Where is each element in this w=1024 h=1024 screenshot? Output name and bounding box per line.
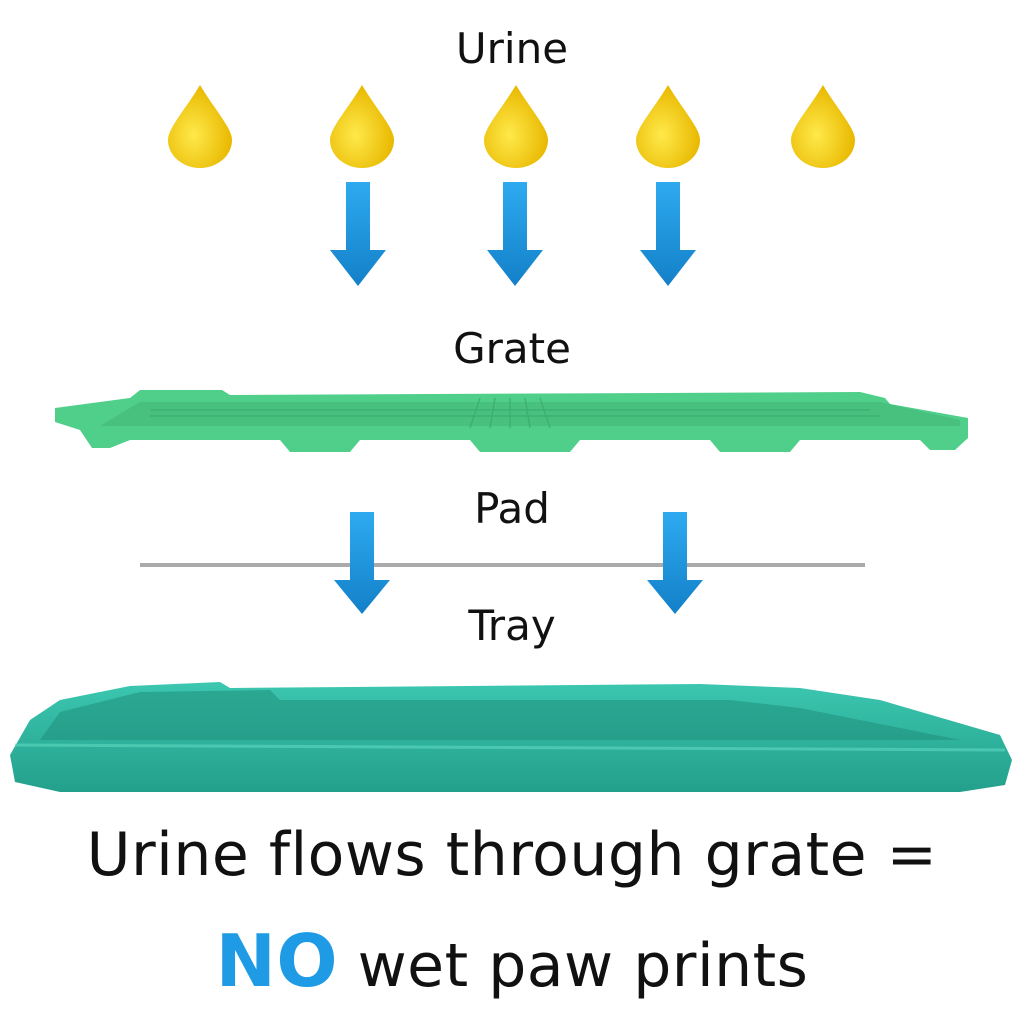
label-urine: Urine <box>455 24 569 73</box>
caption-emphasis-no: NO <box>215 919 339 1003</box>
caption-line-1: Urine flows through grate = <box>86 820 938 890</box>
drop-icon <box>330 85 394 168</box>
urine-drops <box>168 85 855 168</box>
caption-line-2-text: wet paw prints <box>357 931 809 1001</box>
grate-image <box>55 390 968 452</box>
drop-icon <box>484 85 548 168</box>
label-grate: Grate <box>453 324 571 373</box>
down-arrow-icon <box>647 512 703 614</box>
drop-icon <box>791 85 855 168</box>
down-arrow-icon <box>487 182 543 286</box>
label-tray: Tray <box>468 601 556 650</box>
arrows-middle <box>334 512 703 614</box>
down-arrow-icon <box>330 182 386 286</box>
tray-image <box>10 682 1012 792</box>
label-pad: Pad <box>474 484 550 533</box>
drop-icon <box>168 85 232 168</box>
drop-icon <box>636 85 700 168</box>
down-arrow-icon <box>640 182 696 286</box>
down-arrow-icon <box>334 512 390 614</box>
arrows-top <box>330 182 696 286</box>
caption-line-2: NO wet paw prints <box>0 925 1024 997</box>
